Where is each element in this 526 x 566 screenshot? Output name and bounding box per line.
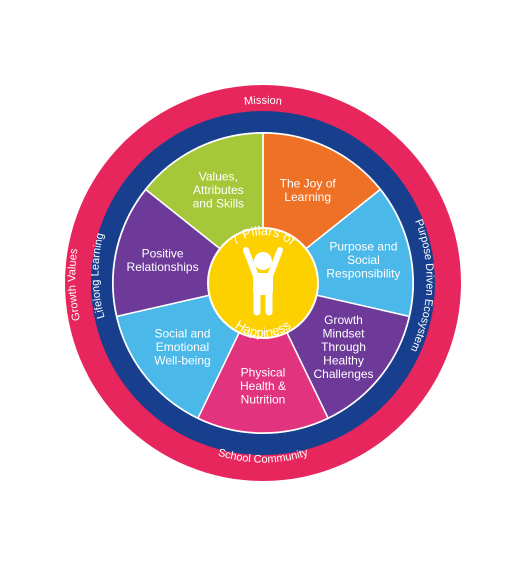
segment-label-line: Nutrition	[241, 393, 286, 407]
inner-ring-top-label: Mission	[243, 95, 282, 108]
segment-label-line: Through	[321, 340, 366, 354]
segment-4	[196, 281, 330, 434]
segment-label-line: Growth	[324, 313, 363, 327]
outer-ring-top-label: Vision	[248, 70, 279, 83]
segment-label-line: The Joy of	[280, 176, 337, 190]
segment-label-line: Health &	[240, 379, 286, 393]
segment-label-line: and Skills	[193, 197, 244, 211]
segment-label-line: Attributes	[193, 183, 244, 197]
segment-label-line: Emotional	[156, 340, 209, 354]
segment-label-line: Physical	[241, 366, 286, 380]
segment-label-line: Positive	[142, 246, 184, 260]
segment-label-line: Well-being	[154, 354, 210, 368]
segment-label-line: Responsibility	[326, 267, 400, 281]
segment-label-line: Values,	[199, 170, 238, 184]
segment-label-line: Purpose and	[329, 240, 397, 254]
segment-label-line: Mindset	[323, 327, 366, 341]
hub-bottom-label: Happiness	[233, 317, 294, 340]
segment-label-line: Relationships	[127, 260, 199, 274]
child-figure-icon	[243, 247, 283, 316]
segment-label-line: Healthy	[323, 354, 364, 368]
segment-label-line: Learning	[284, 190, 331, 204]
segment-label-line: Social and	[154, 327, 210, 341]
segment-label-line: Social	[347, 253, 380, 267]
segment-label-line: Challenges	[314, 367, 374, 381]
outer-ring-bottom-label: Global Community	[218, 480, 309, 498]
